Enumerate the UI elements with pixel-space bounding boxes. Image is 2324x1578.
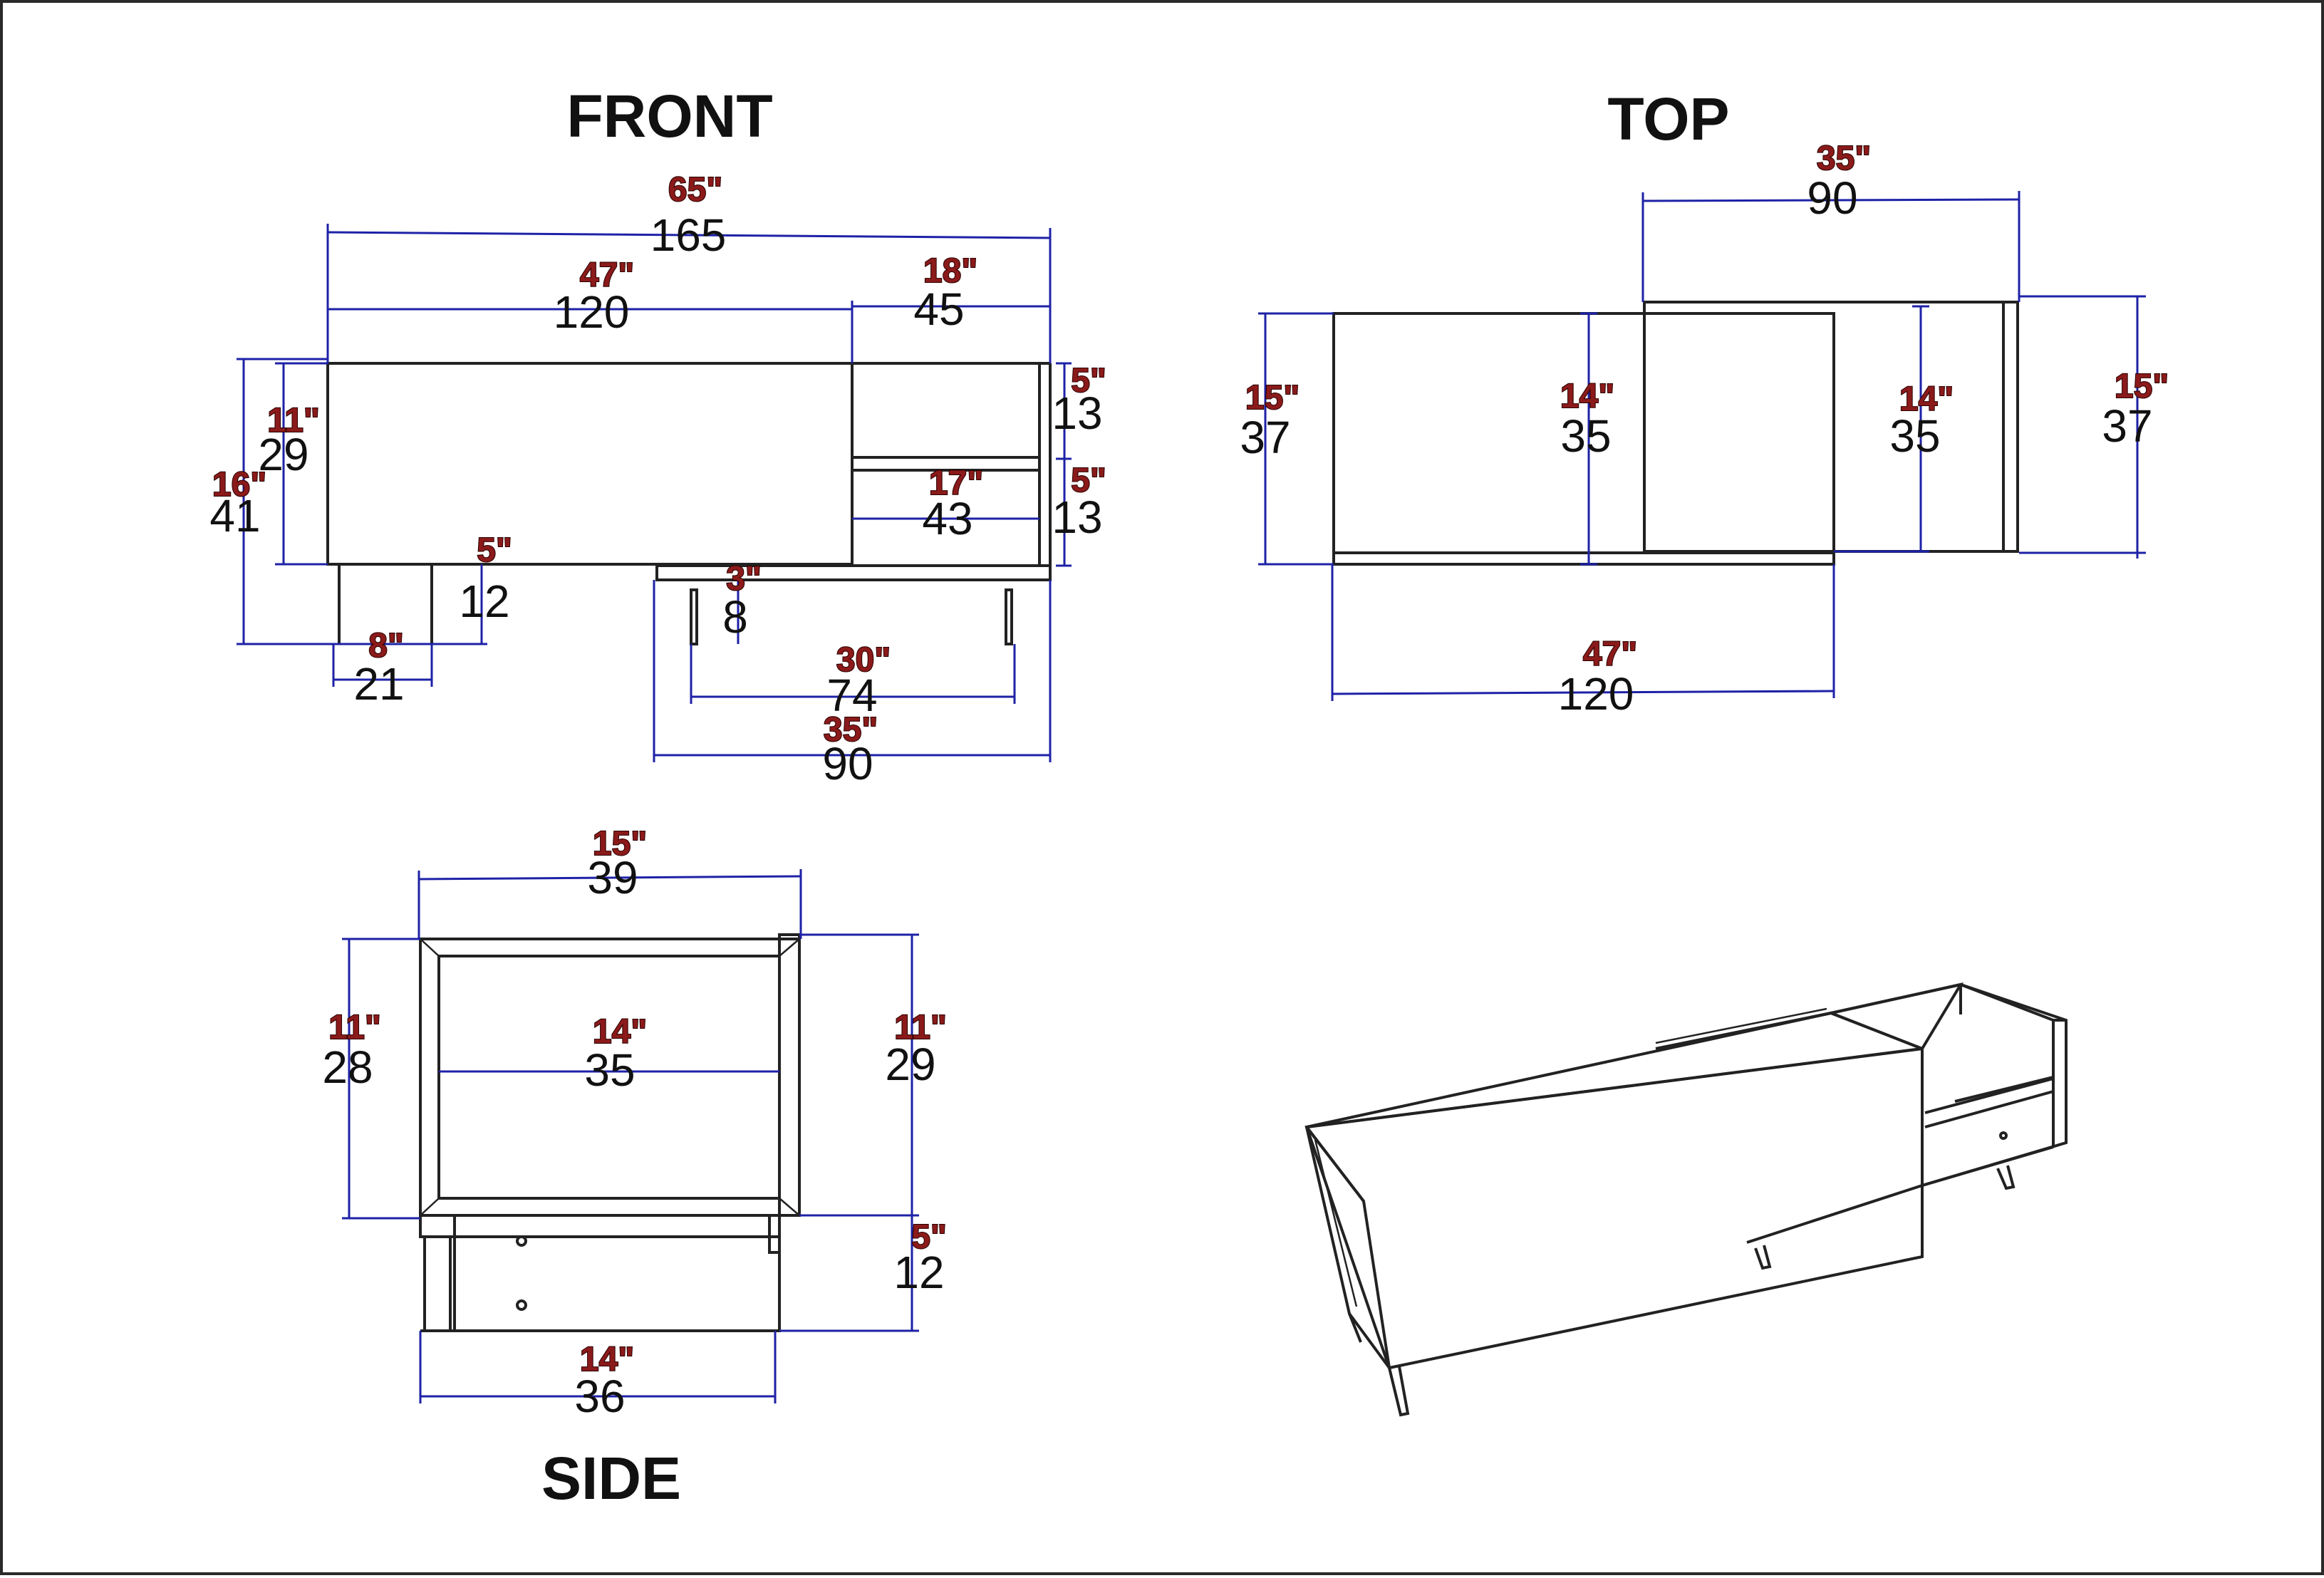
side-left-height-cm: 28 bbox=[322, 1042, 373, 1093]
front-overall-width-cm: 165 bbox=[650, 209, 727, 261]
technical-drawing: FRONT TOP SIDE bbox=[209, 83, 2169, 1512]
side-base-width-in: 14" bbox=[580, 1341, 634, 1379]
front-left-height-cm: 29 bbox=[258, 429, 308, 480]
front-left-body-width-in: 47" bbox=[580, 256, 634, 294]
top-dimension-labels: 35" 90 15" 37 14" 35 14" 35 15" 37 47" 1… bbox=[1240, 139, 2169, 720]
top-dimension-lines bbox=[1258, 191, 2146, 701]
side-inner-width-in: 14" bbox=[593, 1013, 647, 1051]
front-left-leg-spacing-cm: 21 bbox=[353, 658, 404, 710]
top-right-inner-depth-cm: 35 bbox=[1889, 410, 1940, 462]
front-view-title: FRONT bbox=[566, 83, 772, 150]
front-inner-shelf-cm: 43 bbox=[922, 493, 972, 544]
front-dimension-lines bbox=[237, 224, 1072, 762]
isometric-view-drawing bbox=[1304, 982, 2068, 1417]
top-right-inner-depth-in: 14" bbox=[1899, 380, 1954, 418]
side-leg-height-in: 5" bbox=[911, 1218, 946, 1256]
side-base-width-cm: 36 bbox=[574, 1371, 625, 1422]
front-left-leg-height-in: 5" bbox=[477, 531, 512, 569]
front-upper-shelf-in: 5" bbox=[1071, 362, 1106, 400]
side-right-height-cm: 29 bbox=[885, 1039, 935, 1090]
top-view-title: TOP bbox=[1607, 85, 1729, 152]
top-right-depth-cm: 37 bbox=[2102, 400, 2152, 452]
top-bottom-width-cm: 120 bbox=[1558, 668, 1634, 720]
front-right-unit-width-cm: 45 bbox=[913, 284, 964, 335]
front-left-leg-height-cm: 12 bbox=[459, 576, 509, 627]
side-leg-height-cm: 12 bbox=[893, 1247, 944, 1298]
front-lower-shelf-cm: 13 bbox=[1052, 492, 1102, 543]
front-left-height-in: 11" bbox=[267, 402, 320, 440]
front-overall-width-in: 65" bbox=[668, 171, 722, 209]
side-inner-width-cm: 35 bbox=[584, 1044, 635, 1096]
top-left-depth-in: 15" bbox=[1245, 379, 1300, 417]
side-top-width-cm: 39 bbox=[587, 852, 638, 903]
top-sliding-width-cm: 90 bbox=[1807, 172, 1857, 224]
front-upper-shelf-cm: 13 bbox=[1052, 388, 1102, 439]
front-right-unit-width-in: 18" bbox=[923, 252, 977, 290]
front-view-drawing bbox=[326, 362, 1052, 645]
front-total-height-cm: 41 bbox=[209, 490, 260, 541]
front-right-leg-spacing-cm: 74 bbox=[826, 670, 877, 721]
side-top-width-in: 15" bbox=[593, 825, 647, 863]
top-bottom-width-in: 47" bbox=[1583, 635, 1637, 673]
front-right-leg-spacing-in: 30" bbox=[836, 641, 891, 679]
top-mid-depth-in: 14" bbox=[1560, 378, 1614, 415]
front-left-body-width-cm: 120 bbox=[554, 286, 630, 338]
top-right-depth-in: 15" bbox=[2115, 368, 2169, 405]
side-view-title: SIDE bbox=[541, 1445, 681, 1512]
top-sliding-width-in: 35" bbox=[1817, 140, 1871, 177]
side-left-height-in: 11" bbox=[328, 1009, 381, 1047]
top-left-depth-cm: 37 bbox=[1240, 412, 1290, 463]
side-dimension-labels: 15" 39 11" 28 14" 35 11" 29 5" 12 14" 36 bbox=[322, 824, 947, 1422]
side-view-drawing bbox=[419, 933, 801, 1332]
front-lower-shelf-in: 5" bbox=[1071, 462, 1106, 499]
top-mid-depth-cm: 35 bbox=[1560, 410, 1611, 462]
front-right-leg-height-in: 3" bbox=[726, 560, 761, 598]
front-right-leg-height-cm: 8 bbox=[722, 591, 748, 643]
front-left-leg-spacing-in: 8" bbox=[368, 627, 403, 665]
front-right-base-width-in: 35" bbox=[824, 711, 878, 749]
front-total-height-in: 16" bbox=[212, 466, 266, 504]
side-dimension-lines bbox=[342, 869, 919, 1403]
front-dimension-labels: 65" 165 47" 120 18" 45 11" 29 16" 41 5" … bbox=[209, 170, 1106, 789]
front-right-base-width-cm: 90 bbox=[822, 738, 873, 789]
front-inner-shelf-in: 17" bbox=[929, 464, 983, 502]
side-right-height-in: 11" bbox=[894, 1009, 947, 1047]
